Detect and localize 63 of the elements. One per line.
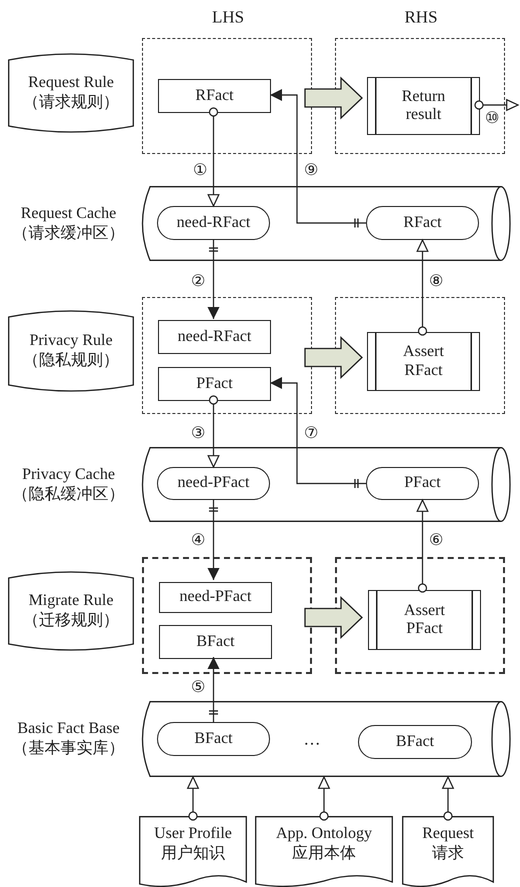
fact-pill: need-PFact [157,467,270,500]
action-box: Assert RFact [367,332,480,391]
dashed-frame [335,557,505,674]
rule-label: （迁移规则） [23,611,119,631]
cache-label: Basic Fact Base [17,719,120,739]
block-arrow [304,76,363,120]
dashed-frame [142,297,312,414]
column-heading: RHS [404,8,438,28]
document-shape [402,816,494,887]
arrow [208,240,220,319]
rule-store-drum [8,309,134,393]
arrow [270,89,366,228]
arrow [187,776,199,821]
dashed-frame [142,38,312,154]
arrow [208,107,220,207]
dashed-frame [335,38,505,154]
document-shape [139,816,247,887]
dashed-frame [335,297,505,414]
arrow [474,99,519,111]
action-box: Assert PFact [368,590,481,650]
arrow [442,776,454,821]
fact-pill: BFact [358,725,472,759]
column-heading: LHS [212,8,244,28]
fact-box: RFact [158,79,271,113]
ellipsis: … [304,730,320,750]
cache-label: （隐私缓冲区） [12,484,124,504]
fact-pill: RFact [366,206,479,240]
rule-label: （请求规则） [23,93,119,113]
dashed-frame [142,557,312,674]
cache-label: Privacy Cache [22,464,115,484]
document-label: Request [422,824,474,844]
document-label: 用户知识 [161,844,225,864]
rule-label: Migrate Rule [28,591,114,611]
arrow [208,500,220,580]
cache-label: （基本事实库） [12,739,124,759]
rule-store-drum [8,570,134,652]
arrow [208,657,220,722]
cache-label: Request Cache [20,204,116,224]
document-label: 请求 [432,844,464,864]
fact-pill: PFact [366,467,479,500]
fact-pill: BFact [157,722,270,756]
fact-box: need-RFact [158,320,271,354]
arrow [318,776,330,821]
block-arrow [304,336,363,380]
document-shape [255,816,393,887]
arrow [208,395,220,468]
fact-box: PFact [158,367,271,401]
block-arrow [304,596,363,640]
fact-box: BFact [159,625,272,659]
rule-label: （隐私规则） [23,351,119,371]
action-box: Return result [367,77,480,135]
fact-pill: need-RFact [157,206,270,240]
rule-store-drum [8,52,134,134]
document-label: App. Ontology [276,824,372,844]
arrow [416,239,428,336]
arrow [416,499,428,593]
rule-label: Request Rule [28,73,114,93]
fact-box: need-PFact [159,582,272,613]
cache-label: （请求缓冲区） [12,224,124,244]
document-label: 应用本体 [292,844,356,864]
document-label: User Profile [154,824,232,844]
rule-label: Privacy Rule [29,331,113,351]
arrow [270,377,366,488]
